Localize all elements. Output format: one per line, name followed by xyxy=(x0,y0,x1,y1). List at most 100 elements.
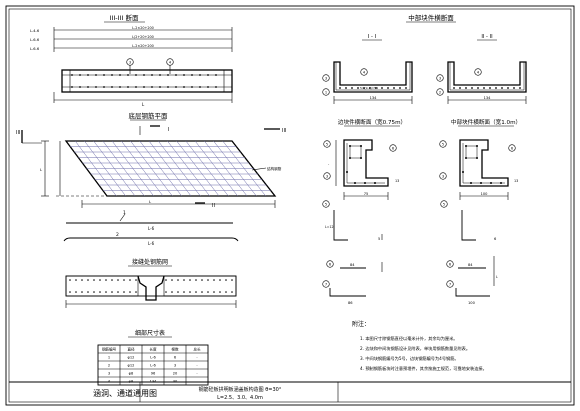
plan-side-label: L xyxy=(40,167,43,172)
bent-bar-details: 5 L=12 5 6 84 7 86 5 6 6 84 L 7 100 xyxy=(322,200,498,305)
edge-dim-1: 75 xyxy=(364,192,369,196)
rebar-2-number: 2 xyxy=(116,232,119,238)
joint-mesh-title: 接缝处钢筋网 xyxy=(132,258,168,266)
svg-text:5: 5 xyxy=(325,203,327,207)
size-table-cell: - xyxy=(196,372,198,376)
middle-sub-i: I - I xyxy=(368,34,377,40)
size-table-cell: 1 xyxy=(108,356,110,360)
size-table-cell: - xyxy=(196,364,198,368)
svg-text:5: 5 xyxy=(442,143,444,147)
svg-text:3: 3 xyxy=(439,77,441,81)
size-table-cell: φ12 xyxy=(128,364,135,368)
size-table-cell: 20 xyxy=(173,372,178,376)
svg-text:L: L xyxy=(496,275,498,279)
sheet-inner-border xyxy=(8,8,572,403)
plan-callout: 结构钢筋 xyxy=(267,166,282,171)
edge-block-title: 边块件横断面（宽0.75m） xyxy=(338,118,406,126)
svg-text:3: 3 xyxy=(442,175,444,179)
bottom-plan-title: 底层钢筋平面 xyxy=(129,111,169,120)
rebar-list: 1 L-6 2 L-6 xyxy=(63,210,239,246)
sheet-border xyxy=(5,5,575,406)
svg-text:L-6-6: L-6-6 xyxy=(30,38,40,42)
middle-sub-ii: II - II xyxy=(481,34,493,40)
section-iii-dim-2: L/2+20+200 xyxy=(132,35,154,39)
bend-dim-c: 84 xyxy=(468,263,473,267)
bent-bar-a xyxy=(333,210,348,241)
svg-text:6: 6 xyxy=(392,147,395,151)
section-iii-slab xyxy=(61,69,233,93)
svg-text:2: 2 xyxy=(439,91,441,95)
middle-dim-2: 134 xyxy=(484,96,492,100)
section-iii-rebar-3: 3 xyxy=(129,61,131,65)
size-table-cell: - xyxy=(196,356,198,360)
size-table-header: 总长 xyxy=(193,347,201,352)
size-table-block: 细部尺寸表 xyxy=(128,329,172,338)
bend-dim-d: 86 xyxy=(348,301,353,305)
section-iii-dim-1: L-2×20+200 xyxy=(132,26,154,30)
edge-block-shape xyxy=(343,139,389,187)
rebar-1-length: L-6 xyxy=(148,226,155,231)
size-table-cell: 3 xyxy=(108,372,110,376)
mid-block-view: 中部块件横断面（宽1.0m） 100 13 5 6 3 xyxy=(439,118,521,200)
note-line: 2. 边块和中间块钢筋设计见附表，单块用钢筋数量见附表。 xyxy=(360,345,470,352)
note-line: 4. 预制钢筋板块时注意预埋件，其余按施工规范，可靠地安装连接。 xyxy=(360,365,487,372)
title-block-project: 涵洞、通道通用图 xyxy=(93,388,157,398)
mid-dim-2: 13 xyxy=(514,179,518,183)
plan-cut-iii-label: III xyxy=(16,130,20,136)
svg-text:4: 4 xyxy=(363,71,366,75)
note-line: 3. 中间块钢筋编号为5号，边块钢筋编号为4号钢筋。 xyxy=(360,355,459,362)
section-iii-dim-3: L-2×20+200 xyxy=(132,44,154,48)
size-table-header: 根数 xyxy=(171,347,179,352)
svg-text:3: 3 xyxy=(325,77,327,81)
size-table-header: 钢筋编号 xyxy=(102,347,117,352)
size-table-cell: 96 xyxy=(151,372,156,376)
section-ii-ii-shape xyxy=(447,61,527,93)
plan-cut-ii-bottom: II xyxy=(212,203,215,209)
size-table-cell: φ12 xyxy=(128,356,135,360)
middle-block-view: 中部块件横断面 I - I II - II 134 5×(9-1)=54 3 1… xyxy=(322,13,527,104)
middle-detail-1: 5×(9-1)=54 xyxy=(360,86,378,90)
bent-bar-f xyxy=(455,288,490,297)
plan-bottom-dim: L xyxy=(149,199,152,204)
section-iii-rebar-4: 4 xyxy=(169,61,172,65)
middle-block-title: 中部块件横断面 xyxy=(408,13,454,22)
size-table-header: 长度 xyxy=(149,347,157,352)
svg-text:L=12: L=12 xyxy=(325,225,334,229)
svg-text:4: 4 xyxy=(477,71,480,75)
title-block-drawing-title: 钢筋砼板拱明板涵盖板构造图 θ=30° xyxy=(199,386,282,393)
size-table-cell: L-6 xyxy=(150,356,156,360)
size-table-cell: 3 xyxy=(174,364,176,368)
size-table-cell: φ8 xyxy=(129,372,134,376)
bend-dim-e: 100 xyxy=(468,301,476,305)
size-table-cell: L-6 xyxy=(150,364,156,368)
plan-rebar-mesh xyxy=(70,140,271,197)
joint-mesh-view: 接缝处钢筋网 xyxy=(65,258,237,308)
svg-text:L-6-6: L-6-6 xyxy=(30,47,40,51)
size-table-header: 直径 xyxy=(127,347,135,352)
notes-heading: 附注： xyxy=(352,320,370,328)
rebar-2-length: L-6 xyxy=(148,241,155,246)
svg-text:1: 1 xyxy=(325,91,327,95)
size-table-title: 细部尺寸表 xyxy=(135,329,165,337)
svg-text:6: 6 xyxy=(329,263,332,267)
bent-bar-c xyxy=(329,288,366,297)
section-iii-title: III-III 断面 xyxy=(110,13,139,22)
rebar-1-number: 1 xyxy=(123,210,126,216)
plan-cut-i-top: I xyxy=(168,127,169,133)
svg-text:6: 6 xyxy=(449,263,452,267)
section-iii-view: III-III 断面 L-4-6 L-6-6 L-6-6 L-2×20+200 … xyxy=(30,13,233,107)
bend-dim-b: 6 xyxy=(494,237,497,241)
size-table-cell: 2 xyxy=(108,364,110,368)
edge-dim-2: 13 xyxy=(395,179,399,183)
svg-text:3: 3 xyxy=(326,175,328,179)
svg-text:III: III xyxy=(282,128,286,134)
section-i-i-shape xyxy=(333,61,413,93)
svg-text:5: 5 xyxy=(443,203,445,207)
mid-block-shape xyxy=(459,139,509,187)
mid-dim-1: 100 xyxy=(481,192,489,196)
title-block: 涵洞、通道通用图 钢筋砼板拱明板涵盖板构造图 θ=30° L=2.5、3.0、4… xyxy=(9,381,571,402)
note-line: 1. 本图尺寸除钢筋直径以毫米计外，其余均为厘米。 xyxy=(360,335,457,342)
section-iii-label-l: L xyxy=(142,102,145,107)
